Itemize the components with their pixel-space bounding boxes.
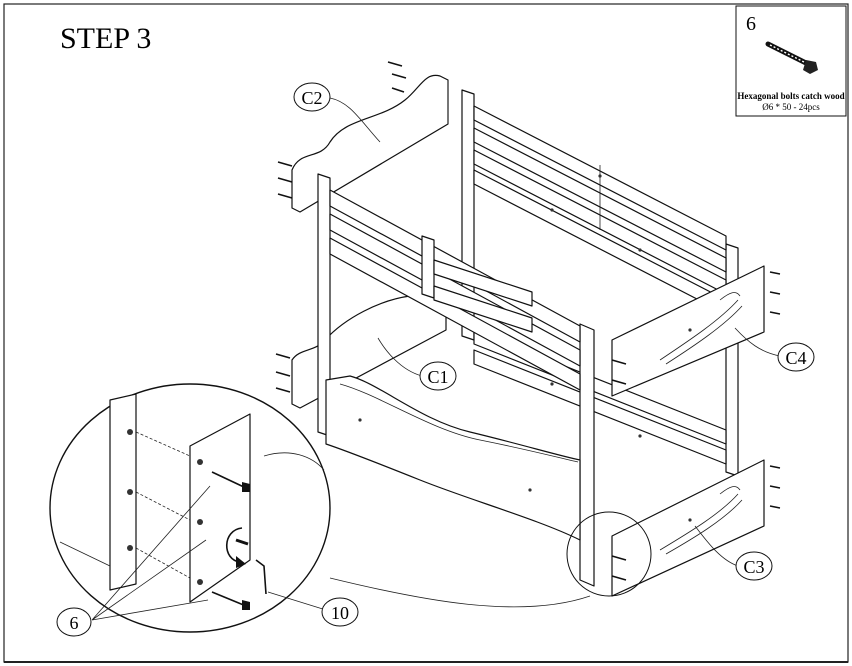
label-c4-text: C4 xyxy=(785,348,806,368)
label-c1-text: C1 xyxy=(427,367,448,387)
front-end-frame xyxy=(317,173,595,587)
detail-panel xyxy=(189,413,251,603)
leader-c4 xyxy=(734,327,781,357)
detail-post xyxy=(109,393,137,591)
detail-callout: 6 10 xyxy=(49,383,652,637)
label-c2: C2 xyxy=(293,82,331,112)
hex-bolt-icon xyxy=(765,41,818,74)
label-c2-text: C2 xyxy=(301,88,322,108)
legend-part-number: 6 xyxy=(746,13,756,35)
label-10-text: 10 xyxy=(331,603,349,623)
leader-c2 xyxy=(329,97,381,143)
leader-6 xyxy=(91,485,211,621)
bolt-group xyxy=(275,61,781,581)
label-c1: C1 xyxy=(419,361,457,391)
legend-part-spec: Ø6 * 50 - 24pcs xyxy=(762,102,820,112)
detail-connector xyxy=(329,577,591,608)
label-10: 10 xyxy=(321,597,359,627)
label-c3: C3 xyxy=(735,551,773,581)
leader-c1 xyxy=(377,337,423,377)
rotate-arrow-icon xyxy=(226,527,243,563)
label-6: 6 xyxy=(56,607,92,637)
leader-c3 xyxy=(694,525,739,567)
leader-10 xyxy=(267,591,327,611)
hardware-legend: 6 Hexagonal bolts catch wood Ø6 * 50 - 2… xyxy=(735,5,847,117)
hole-markers xyxy=(358,174,692,522)
legend-part-name: Hexagonal bolts catch wood xyxy=(737,91,844,101)
legend-box xyxy=(735,5,847,117)
allen-key-icon xyxy=(255,559,267,595)
panel-c2 xyxy=(291,74,449,213)
step-title: STEP 3 xyxy=(60,22,151,55)
label-6-text: 6 xyxy=(70,613,79,633)
panel-c4 xyxy=(611,265,765,397)
label-c3-text: C3 xyxy=(743,557,764,577)
detail-source-circle xyxy=(566,511,652,597)
bunk-bed-frame: C2 C1 C4 C3 xyxy=(275,61,815,597)
label-c4: C4 xyxy=(777,342,815,372)
